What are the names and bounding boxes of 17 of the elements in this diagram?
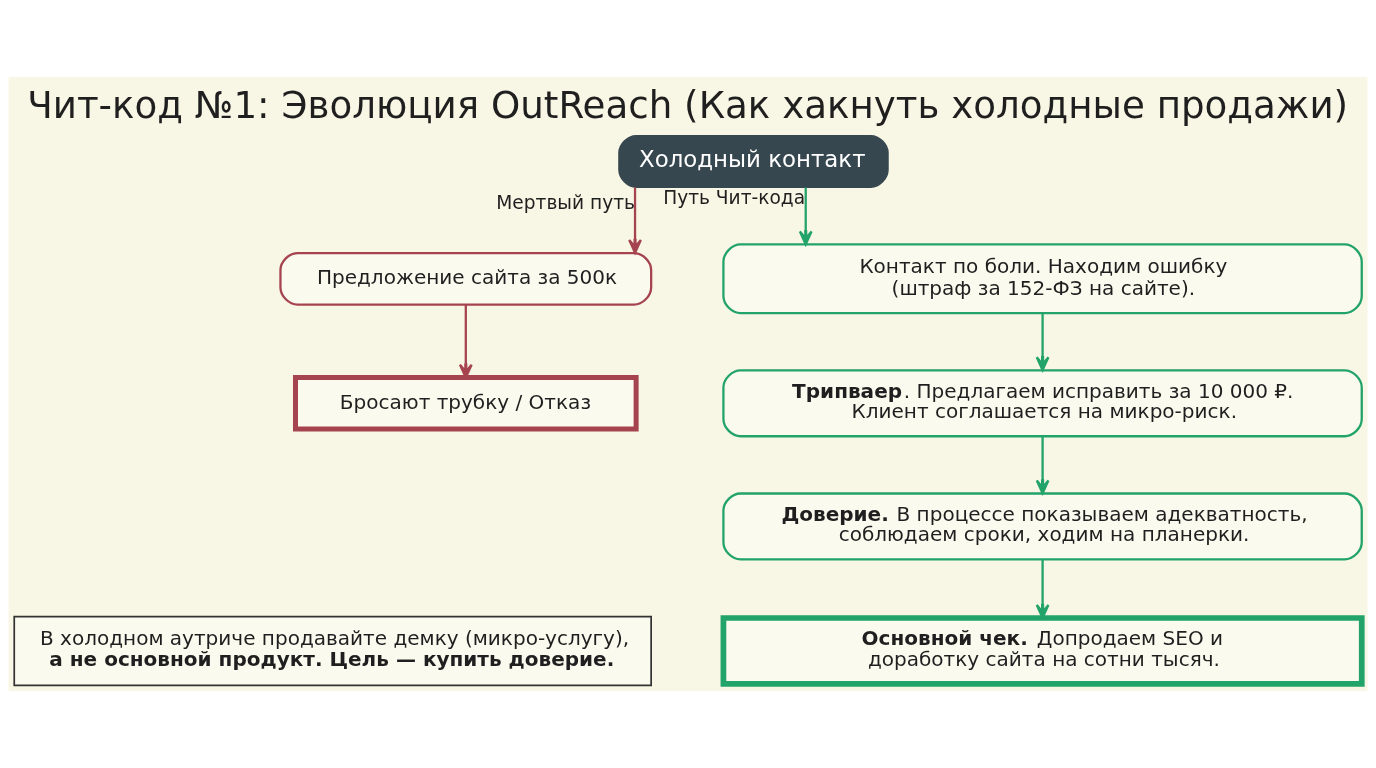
edge-label: Мертвый путь [496, 191, 635, 213]
edge-label: Путь Чит-кода [663, 187, 806, 209]
node-box: Основной чек. Допродаем SEO и доработку сайта на сотни тысяч. [720, 615, 1365, 687]
arrow [628, 187, 642, 254]
arrow [1035, 559, 1050, 620]
node-box: Доверие. В процессе показываем адекватность, соблюдаем сроки, ходим на планерки. [722, 492, 1363, 561]
node-box: Холодный контакт [618, 134, 889, 188]
arrow [798, 187, 813, 246]
node-box: Бросают трубку / Отказ [292, 375, 639, 432]
node-box: В холодном аутриче продавайте демку (микро-услугу), а не основной продукт. Цель — купить доверие. [13, 615, 652, 687]
arrow [1035, 313, 1050, 372]
arrow [458, 304, 473, 379]
diagram-title: Чит-код №1: Эволюция OutReach (Как хакнуть холодные продажи) [27, 83, 1349, 128]
node-box: Контакт по боли. Находим ошибку (штраф за 152-ФЗ на сайте). [722, 243, 1363, 315]
arrow [1035, 436, 1050, 495]
node-box: Предложение сайта за 500к [279, 251, 653, 306]
node-box: Трипваер. Предлагаем исправить за 10 000 ₽. Клиент соглашается на микро-риск. [722, 369, 1363, 438]
